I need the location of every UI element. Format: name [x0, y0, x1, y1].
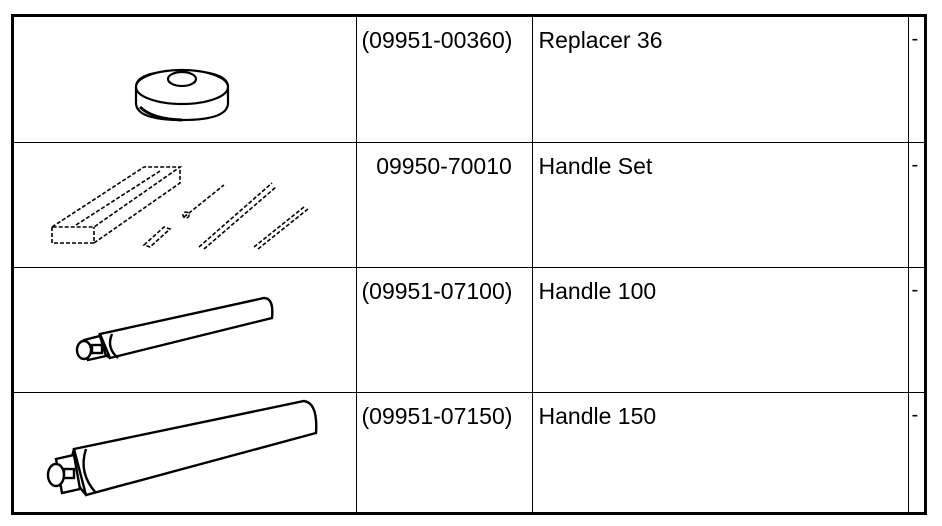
table-row: 09950-70010 Handle Set - — [14, 141, 924, 268]
tool-name-cell: Handle Set — [531, 141, 909, 268]
tool-image-cell — [14, 17, 357, 143]
tool-image-cell — [14, 141, 357, 268]
qty-cell: - — [907, 141, 924, 268]
replacer-ring-icon — [134, 68, 230, 122]
part-number-cell: (09951-00360) — [355, 17, 533, 143]
handle-150-icon — [46, 399, 318, 496]
tool-image-cell — [14, 391, 357, 515]
tool-table-frame: (09951-00360) Replacer 36 - — [11, 14, 927, 515]
tool-name-cell: Handle 150 — [531, 391, 909, 515]
qty-cell: - — [907, 17, 924, 143]
qty-cell: - — [907, 266, 924, 393]
table-row: (09951-00360) Replacer 36 - — [14, 17, 924, 143]
tool-name-cell: Replacer 36 — [531, 17, 909, 143]
handle-100-icon — [75, 296, 274, 361]
handle-set-icon — [49, 165, 309, 250]
part-number-cell: (09951-07150) — [355, 391, 533, 515]
qty-cell: - — [907, 391, 924, 515]
tool-image-cell — [14, 266, 357, 393]
part-number-cell: (09951-07100) — [355, 266, 533, 393]
tool-name-cell: Handle 100 — [531, 266, 909, 393]
tool-table: (09951-00360) Replacer 36 - — [14, 17, 924, 515]
part-number-cell: 09950-70010 — [355, 141, 533, 268]
table-row: (09951-07150) Handle 150 - — [14, 391, 924, 515]
table-row: (09951-07100) Handle 100 - — [14, 266, 924, 393]
